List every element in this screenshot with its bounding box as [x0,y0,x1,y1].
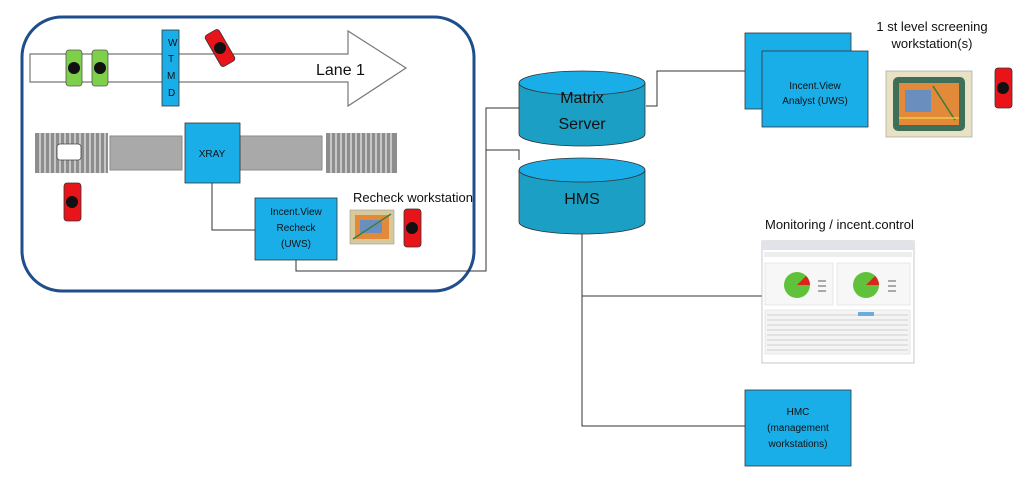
matrix-server-label: Matrix [560,90,604,107]
scanner-image-icon [885,70,973,138]
recheck-uws-line: Recheck [277,223,317,234]
wtmd-letter: M [167,71,175,82]
xray-label: XRAY [199,149,226,160]
recheck-workstation-label: Recheck workstation [353,190,473,205]
hms-label: HMS [564,191,600,208]
analyst-uws-box [761,50,869,128]
monitoring-label: Monitoring / incent.control [765,217,914,232]
connector-line [211,183,255,231]
connector-line [646,70,745,107]
hmc-line: workstations) [768,439,828,450]
connector-line [295,107,519,272]
first-level-label: workstation(s) [891,36,973,51]
connector-line [581,234,762,297]
phone-icon [91,49,109,87]
lane-arrow [29,29,408,108]
wtmd-letter: T [168,54,174,65]
matrix-server-cylinder [518,70,646,147]
phone-icon [994,67,1013,109]
hmc-line: (management [767,423,829,434]
phone-icon [63,182,82,222]
recheck-uws-line: Incent.View [270,207,322,218]
conveyor-belt [35,133,397,173]
connector-line [486,149,520,160]
hmc-box [744,389,852,467]
first-level-label: 1 st level screening [876,19,987,34]
wtmd-gate [161,29,180,107]
recheck-uws-box [254,197,338,261]
recheck-uws-line: (UWS) [281,239,311,250]
hmc-line: HMC [787,407,810,418]
connector-line [581,296,745,427]
xray-box [184,122,241,184]
lane-frame [20,15,476,293]
scanner-image-icon [349,209,395,245]
phone-icon [65,49,83,87]
dashboard-screenshot-icon [761,240,915,364]
wtmd-letter: D [168,88,175,99]
phone-icon [204,29,236,67]
analyst-uws-line: Incent.View [789,81,841,92]
matrix-server-label: Server [558,116,606,133]
hms-cylinder [518,157,646,235]
wtmd-letter: W [168,38,178,49]
lane-label: Lane 1 [316,62,365,79]
analyst-uws-line: Analyst (UWS) [782,96,848,107]
phone-icon [403,208,422,248]
